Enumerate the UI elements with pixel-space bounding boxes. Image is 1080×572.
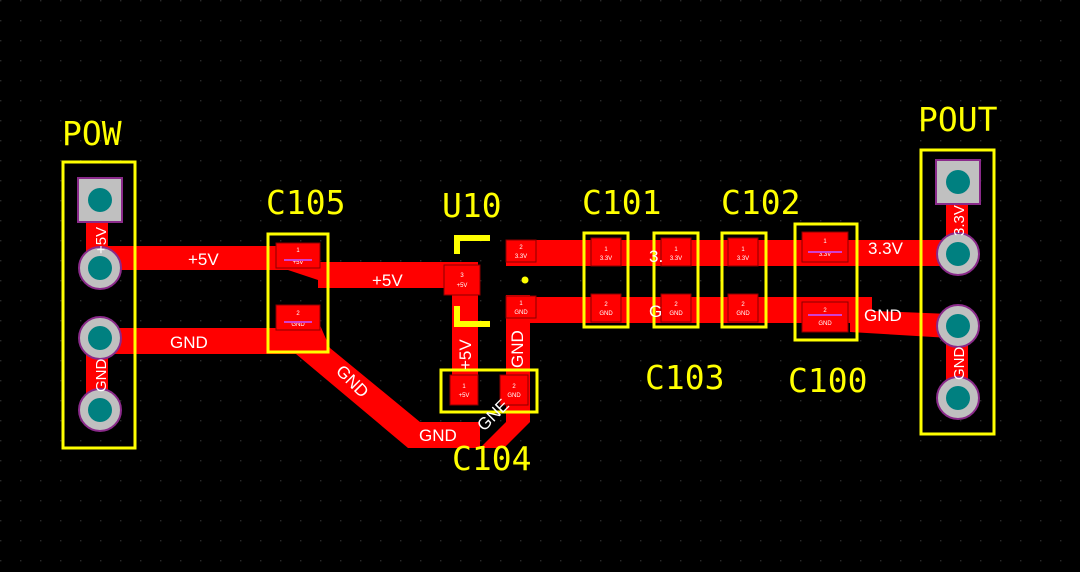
u10-pad3-net: +5V: [457, 283, 468, 289]
c101-outline[interactable]: [582, 231, 630, 329]
c104-outline[interactable]: [439, 368, 539, 414]
net-label-gnd-bottom: GND: [419, 426, 457, 445]
u10-pad1-net: GND: [514, 310, 528, 316]
c104-pad1-num: 1: [462, 384, 466, 390]
c105-pad-2[interactable]: [275, 304, 321, 331]
designator-pout: POUT: [918, 100, 998, 139]
designator-c102: C102: [721, 183, 800, 222]
c100-pad1-num: 1: [823, 239, 827, 245]
net-label-gnd-left: GND: [170, 333, 208, 352]
c103-pad-1[interactable]: [660, 237, 692, 267]
c105-pad1-num: 1: [296, 248, 300, 254]
c104-pad2-num: 2: [512, 384, 516, 390]
c100-outline[interactable]: [793, 222, 859, 342]
net-label-gnd-short: G: [649, 302, 662, 321]
c101-pad1-net: 3.3V: [600, 256, 612, 262]
c102-pad-2[interactable]: [727, 293, 759, 323]
designator-c103: C103: [645, 358, 724, 397]
c102-pad1-num: 1: [741, 247, 745, 253]
trace-gnd-u10-c104[interactable]: [480, 295, 530, 448]
c100-pad-2[interactable]: [801, 301, 849, 333]
u10-pad-3[interactable]: [443, 264, 481, 296]
c100-pad2-net: GND: [818, 321, 832, 327]
trace-gnd-pow-c105[interactable]: [100, 328, 290, 354]
designator-pow: POW: [62, 114, 122, 153]
designator-c100: C100: [788, 361, 867, 400]
c101-pad2-net: GND: [599, 311, 613, 317]
c103-pad2-net: GND: [669, 311, 683, 317]
c105-pad1-net: +5V: [293, 260, 304, 266]
net-label-pow-gnd: GND: [93, 359, 110, 393]
c104-pad1-net: +5V: [459, 393, 470, 399]
designators: POW POUT C105 U10 C101 C102 C103 C100 C1…: [62, 100, 998, 478]
c101-pad2-num: 2: [604, 302, 608, 308]
designator-u10: U10: [442, 186, 502, 225]
designator-c105: C105: [266, 183, 345, 222]
net-label-3v3-partial: 3.: [649, 247, 663, 266]
net-label-pow-5v: +5V: [93, 227, 110, 254]
trace-5v-pow-c105[interactable]: [100, 246, 290, 270]
c103-outline[interactable]: [652, 231, 700, 329]
c101-pad1-num: 1: [604, 247, 608, 253]
u10-pad1-num: 1: [519, 301, 523, 307]
c102-pad2-num: 2: [741, 302, 745, 308]
c100-pad2-num: 2: [823, 308, 827, 314]
c100-pad1-net: 3.3V: [819, 252, 831, 258]
c105-outline[interactable]: [266, 232, 330, 354]
net-label-5v-vertical: +5V: [456, 339, 475, 370]
u10-outline[interactable]: [454, 235, 490, 327]
c101-pad-1[interactable]: [590, 237, 622, 267]
designator-c101: C101: [582, 183, 661, 222]
c100-pad-1[interactable]: [801, 231, 849, 263]
designator-c104: C104: [452, 439, 531, 478]
c103-pad-2[interactable]: [660, 293, 692, 323]
trace-gnd-to-pout[interactable]: [850, 310, 950, 338]
silkscreen-outlines: [61, 148, 996, 450]
net-label-3v3-right: 3.3V: [868, 239, 904, 258]
u10-pad-1[interactable]: [505, 295, 537, 319]
net-label-pout-3v3: 3.3V: [951, 205, 968, 236]
u10-pad2-num: 2: [519, 245, 523, 251]
c104-pad2-net: GND: [507, 393, 521, 399]
pout-outline[interactable]: [919, 148, 996, 436]
u10-pad2-net: 3.3V: [515, 254, 527, 260]
trace-5v-c105-u10[interactable]: [288, 250, 455, 288]
c104-pad-1[interactable]: [449, 374, 479, 406]
pad-labels: 1 +5V 2 GND 2 3.3V 3 +5V 1 GND 1 +5V 2 G…: [284, 239, 842, 399]
c105-pad2-num: 2: [296, 311, 300, 317]
smd-pads: [275, 231, 849, 406]
net-label-5v-mid: +5V: [372, 271, 403, 290]
u10-pad3-num: 3: [460, 273, 464, 279]
net-label-pout-gnd: GND: [951, 347, 968, 381]
c105-pad2-net: GND: [291, 322, 305, 328]
c102-pad1-net: 3.3V: [737, 256, 749, 262]
net-label-5v-left: +5V: [188, 250, 219, 269]
u10-pad-2[interactable]: [505, 239, 537, 263]
c103-pad1-net: 3.3V: [670, 256, 682, 262]
c102-pad2-net: GND: [736, 311, 750, 317]
pow-outline[interactable]: [61, 160, 137, 450]
c103-pad2-num: 2: [674, 302, 678, 308]
c104-pad-2[interactable]: [499, 374, 529, 406]
net-label-gnd-right: GND: [864, 306, 902, 325]
net-label-gnd-vertical: GND: [508, 330, 527, 368]
u10-pin1-dot: [521, 276, 529, 284]
c102-outline[interactable]: [720, 231, 768, 329]
through-hole-pads: [77, 159, 981, 432]
c101-pad-2[interactable]: [590, 293, 622, 323]
c103-pad1-num: 1: [674, 247, 678, 253]
c102-pad-1[interactable]: [727, 237, 759, 267]
c105-pad-1[interactable]: [275, 242, 321, 269]
